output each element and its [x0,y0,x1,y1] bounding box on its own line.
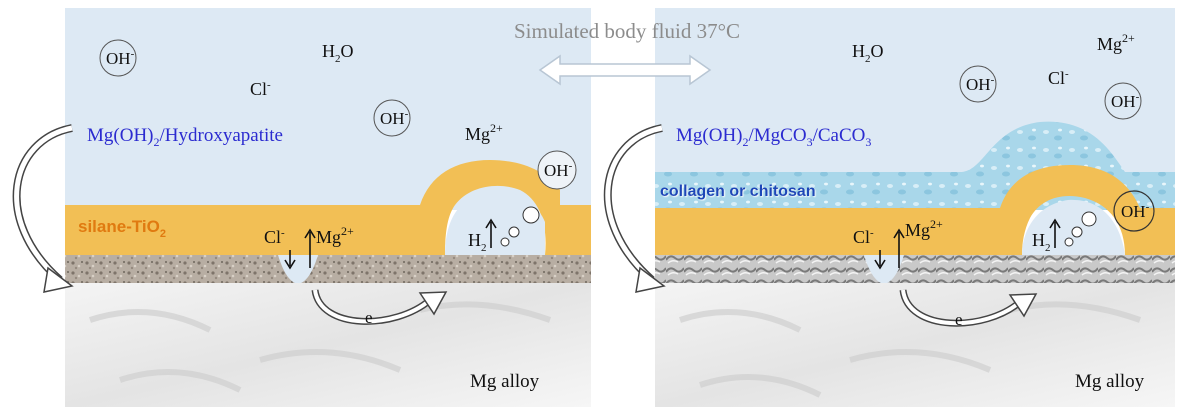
right-oxide-band [655,255,1175,283]
right-electron-arrow-icon [1008,293,1038,318]
right-substrate-label: Mg alloy [1075,371,1145,392]
left-chloride: Cl- [250,79,271,99]
left-magnesium-ion: Mg2+ [465,121,503,144]
left-oh-3: OH- [544,160,573,180]
right-pit-magnesium-ion: Mg2+ [905,217,943,240]
header-title: Simulated body fluid 37°C [514,19,740,43]
left-oh-circle-3 [537,150,577,190]
right-up-arrow-head-icon [893,228,905,239]
double-arrow-icon [538,54,712,86]
right-oh-2: OH- [1111,91,1140,111]
right-magnesium-ion-top: Mg2+ [1097,31,1135,54]
right-water: H2O [852,41,884,65]
left-curved-arrow-outline [12,124,73,283]
left-oh-circle-2 [373,99,411,137]
left-bubble-icon-1 [500,237,510,247]
right-corrosion-product: Mg(OH)2/MgCO3/CaCO3 [676,125,871,149]
right-hydrogen-gas: H2 [1032,230,1051,254]
right-blister-cavity [1022,199,1125,255]
right-curved-arrow-outline [603,124,663,283]
left-panel [65,8,591,407]
right-bubble-icon-1 [1064,237,1074,247]
left-oxide-band [65,255,591,283]
left-coating-label: silane-TiO2 [78,217,166,240]
right-coating-layer [655,165,1175,255]
right-pit-chloride: Cl- [853,227,874,247]
left-electron-arrow-icon [418,291,448,316]
left-curved-arrow-head-icon [43,266,74,293]
right-bubble-icon-2 [1071,226,1083,238]
right-gas-arrow-head-icon [1049,218,1061,229]
right-curved-arrow-head-icon [635,266,666,293]
right-panel [655,8,1175,407]
left-oh-circle-1 [99,39,137,77]
right-oh-1: OH- [966,74,995,94]
right-alloy-texture [679,301,1142,398]
left-bubble-icon-2 [508,226,520,238]
left-mg-alloy [65,283,591,407]
left-curved-arrow [14,125,73,282]
right-curved-arrow [605,125,663,282]
right-down-arrow-head-icon [874,259,886,270]
left-corrosion-product: Mg(OH)2/Hydroxyapatite [87,125,283,149]
left-pit-magnesium-ion: Mg2+ [316,224,354,247]
right-corrosion-pit [864,255,904,284]
left-blister-cavity [445,191,545,255]
left-coating-layer [65,160,591,255]
left-pit-chloride: Cl- [264,227,285,247]
right-oh-circle-2 [1104,82,1142,120]
left-oh-2: OH- [380,108,409,128]
left-down-arrow-head-icon [284,259,296,270]
right-mg-alloy [655,283,1175,407]
left-oh-1: OH- [106,48,135,68]
right-oh-circle-1 [959,65,997,103]
left-hydrogen-gas: H2 [468,230,487,254]
left-electron-label: e [365,308,373,327]
right-oh-circle-3 [1113,190,1155,232]
left-electron-path [313,289,432,324]
right-electron-path [901,289,1022,326]
left-corrosion-pit [278,255,318,284]
right-electron-label: e [955,310,963,329]
left-substrate-label: Mg alloy [470,371,540,392]
right-bubble-icon-3 [1081,211,1097,227]
left-gas-arrow-head-icon [485,218,497,229]
left-labels: OH- H2O Cl- OH- Mg2+ OH- Mg(OH)2/Hydroxy… [12,39,577,392]
left-bubble-icon-3 [522,206,540,224]
left-water: H2O [322,41,354,65]
left-up-arrow-head-icon [304,228,316,239]
right-labels: H2O Mg2+ OH- Cl- OH- Mg(OH)2/MgCO3/CaCO3… [603,31,1155,392]
right-chloride: Cl- [1048,68,1069,88]
left-alloy-texture [89,301,552,393]
right-oh-3: OH- [1121,201,1150,221]
right-outer-layer-label: collagen or chitosan [660,183,816,200]
header: Simulated body fluid 37°C [514,19,740,86]
